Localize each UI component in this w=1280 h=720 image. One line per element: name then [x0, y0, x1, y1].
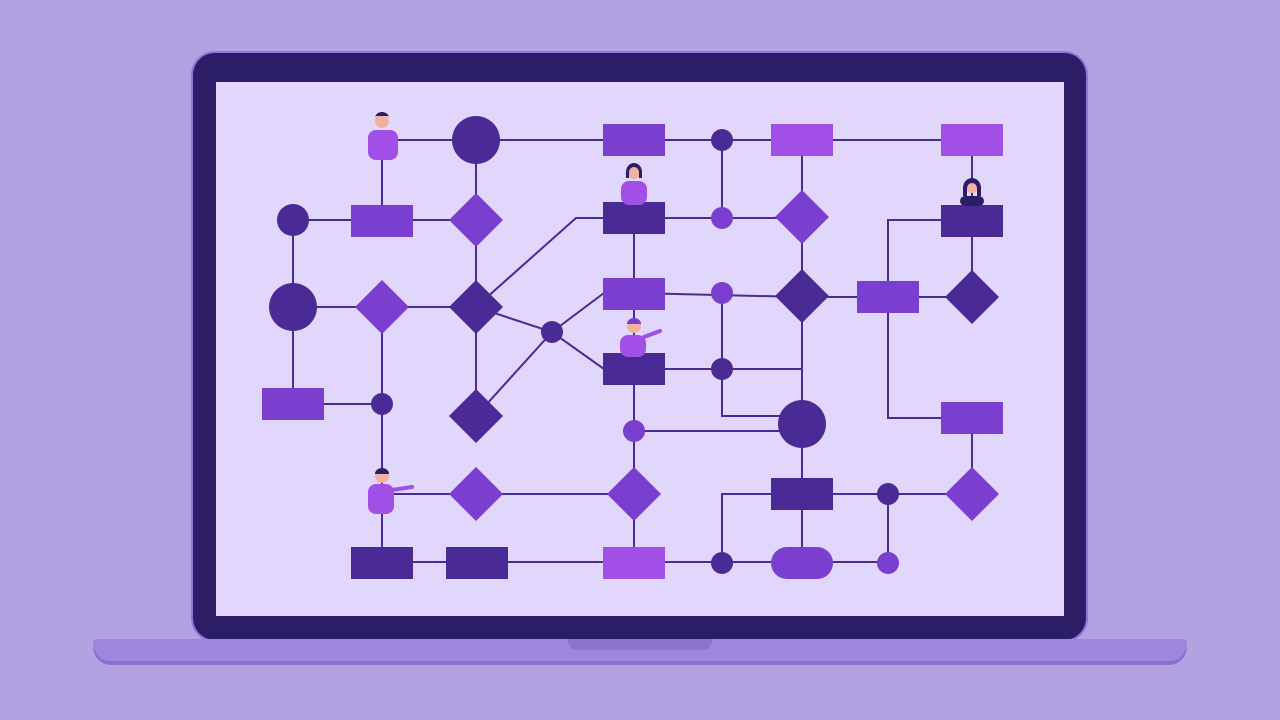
node-rectangle [603, 353, 665, 385]
person-figure [368, 112, 398, 160]
node-rectangle [941, 205, 1003, 237]
node-rectangle [941, 402, 1003, 434]
person-figure [368, 468, 414, 514]
node-circle [711, 358, 733, 380]
node-diamond [449, 467, 503, 521]
node-rectangle [603, 547, 665, 579]
node-diamond [449, 389, 503, 443]
node-rectangle [446, 547, 508, 579]
node-diamond [775, 190, 829, 244]
node-rectangle [603, 278, 665, 310]
node-pill [771, 547, 833, 579]
node-diamond [945, 270, 999, 324]
node-rectangle [351, 547, 413, 579]
person-figure [620, 318, 662, 357]
node-rectangle [262, 388, 324, 420]
node-circle [711, 282, 733, 304]
node-diamond [355, 280, 409, 334]
node-diamond [607, 467, 661, 521]
node-circle [623, 420, 645, 442]
node-circle [711, 207, 733, 229]
node-rectangle [603, 202, 665, 234]
laptop-base [93, 639, 1187, 661]
node-rectangle [771, 478, 833, 510]
laptop-notch [568, 639, 712, 650]
node-diamond [449, 280, 503, 334]
node-rectangle [941, 124, 1003, 156]
node-circle [877, 483, 899, 505]
node-circle [277, 204, 309, 236]
node-diamond [775, 269, 829, 323]
node-rectangle [771, 124, 833, 156]
node-rectangle [857, 281, 919, 313]
node-circle [269, 283, 317, 331]
node-circle [541, 321, 563, 343]
node-diamond [449, 193, 503, 247]
person-figure [621, 163, 647, 205]
node-circle [371, 393, 393, 415]
node-circle [877, 552, 899, 574]
people-figures [368, 112, 984, 514]
node-circle [711, 129, 733, 151]
node-rectangle [603, 124, 665, 156]
diagram-nodes [262, 116, 1003, 579]
node-circle [452, 116, 500, 164]
node-rectangle [351, 205, 413, 237]
node-circle [778, 400, 826, 448]
node-circle [711, 552, 733, 574]
person-figure [960, 178, 984, 206]
node-diamond [945, 467, 999, 521]
